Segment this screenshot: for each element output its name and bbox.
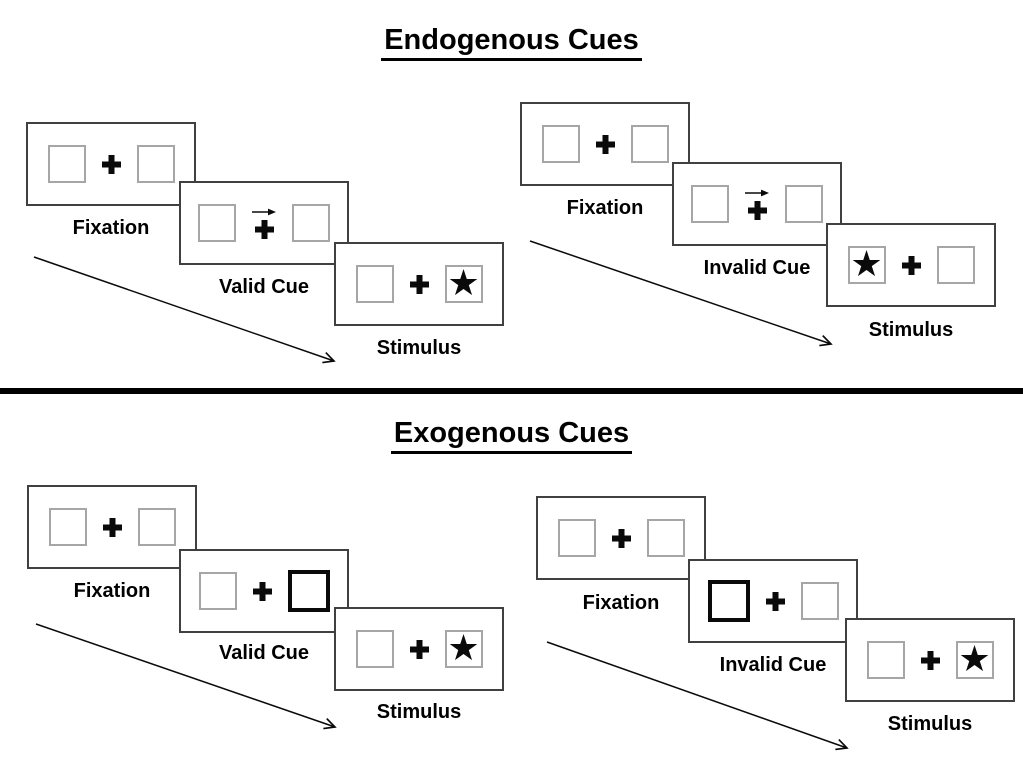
fixation-cross-icon: [409, 639, 430, 660]
endogenous-title: Endogenous Cues: [0, 24, 1023, 61]
left-box: [355, 265, 394, 303]
exogenous-title: Exogenous Cues: [0, 417, 1023, 454]
star-box: ★: [847, 243, 886, 284]
right-box: [646, 519, 685, 557]
fixation-card: [536, 496, 706, 580]
label-stimulus: Stimulus: [376, 701, 462, 723]
label-valid-cue: Valid Cue: [218, 276, 310, 298]
left-box: [47, 145, 86, 183]
cue-arrow-icon: [745, 189, 769, 196]
time-arrow-icon: [546, 641, 849, 751]
label-fixation: Fixation: [582, 592, 660, 614]
label-fixation: Fixation: [566, 197, 644, 219]
label-invalid-cue: Invalid Cue: [703, 257, 811, 279]
time-arrow-icon: [35, 623, 337, 730]
cue-box: [287, 570, 330, 612]
left-box: [198, 572, 237, 610]
left-box: [48, 508, 87, 546]
label-stimulus: Stimulus: [887, 713, 973, 735]
fixation-cross-icon: [102, 517, 123, 538]
right-box: [137, 508, 176, 546]
endogenous-title-text: Endogenous Cues: [381, 24, 642, 61]
stimulus-card: ★: [334, 242, 504, 326]
star-icon: ★: [958, 638, 991, 679]
left-box: [866, 641, 905, 679]
fixation-cross-icon: [747, 200, 768, 221]
cue-stack: [251, 207, 277, 240]
star-box: ★: [444, 262, 483, 303]
right-box: [136, 145, 175, 183]
cue-arrow-icon: [252, 208, 276, 215]
label-invalid-cue: Invalid Cue: [719, 654, 827, 676]
label-stimulus: Stimulus: [376, 337, 462, 359]
fixation-cross-icon: [765, 591, 786, 612]
valid-cue-card: [179, 549, 349, 633]
left-box: [541, 125, 580, 163]
fixation-cross-icon: [901, 255, 922, 276]
right-box: [800, 582, 839, 620]
fixation-cross-icon: [101, 154, 122, 175]
time-arrow-icon: [529, 240, 833, 347]
left-box: [355, 630, 394, 668]
stimulus-card: ★: [826, 223, 996, 307]
left-box: [198, 204, 236, 242]
fixation-cross-icon: [920, 650, 941, 671]
fixation-cross-icon: [409, 274, 430, 295]
label-fixation: Fixation: [72, 217, 150, 239]
label-fixation: Fixation: [73, 580, 151, 602]
fixation-cross-icon: [595, 134, 616, 155]
right-box: [292, 204, 330, 242]
left-box: [691, 185, 729, 223]
time-arrow-icon: [33, 256, 336, 364]
star-icon: ★: [850, 243, 883, 284]
invalid-cue-card: [672, 162, 842, 246]
stimulus-card: ★: [334, 607, 504, 691]
exogenous-title-text: Exogenous Cues: [390, 417, 633, 454]
invalid-cue-card: [688, 559, 858, 643]
star-box: ★: [444, 627, 483, 668]
right-box: [936, 246, 975, 284]
stimulus-card: ★: [845, 618, 1015, 702]
fixation-cross-icon: [252, 581, 273, 602]
label-stimulus: Stimulus: [868, 319, 954, 341]
cue-box: [707, 580, 750, 622]
left-box: [557, 519, 596, 557]
cue-stack: [744, 188, 770, 221]
fixation-card: [27, 485, 197, 569]
fixation-card: [26, 122, 196, 206]
fixation-cross-icon: [611, 528, 632, 549]
valid-cue-card: [179, 181, 349, 265]
star-icon: ★: [447, 262, 480, 303]
star-box: ★: [955, 638, 994, 679]
star-icon: ★: [447, 627, 480, 668]
right-box: [785, 185, 823, 223]
fixation-card: [520, 102, 690, 186]
right-box: [630, 125, 669, 163]
label-valid-cue: Valid Cue: [218, 642, 310, 664]
section-divider: [0, 388, 1023, 394]
fixation-cross-icon: [254, 219, 275, 240]
